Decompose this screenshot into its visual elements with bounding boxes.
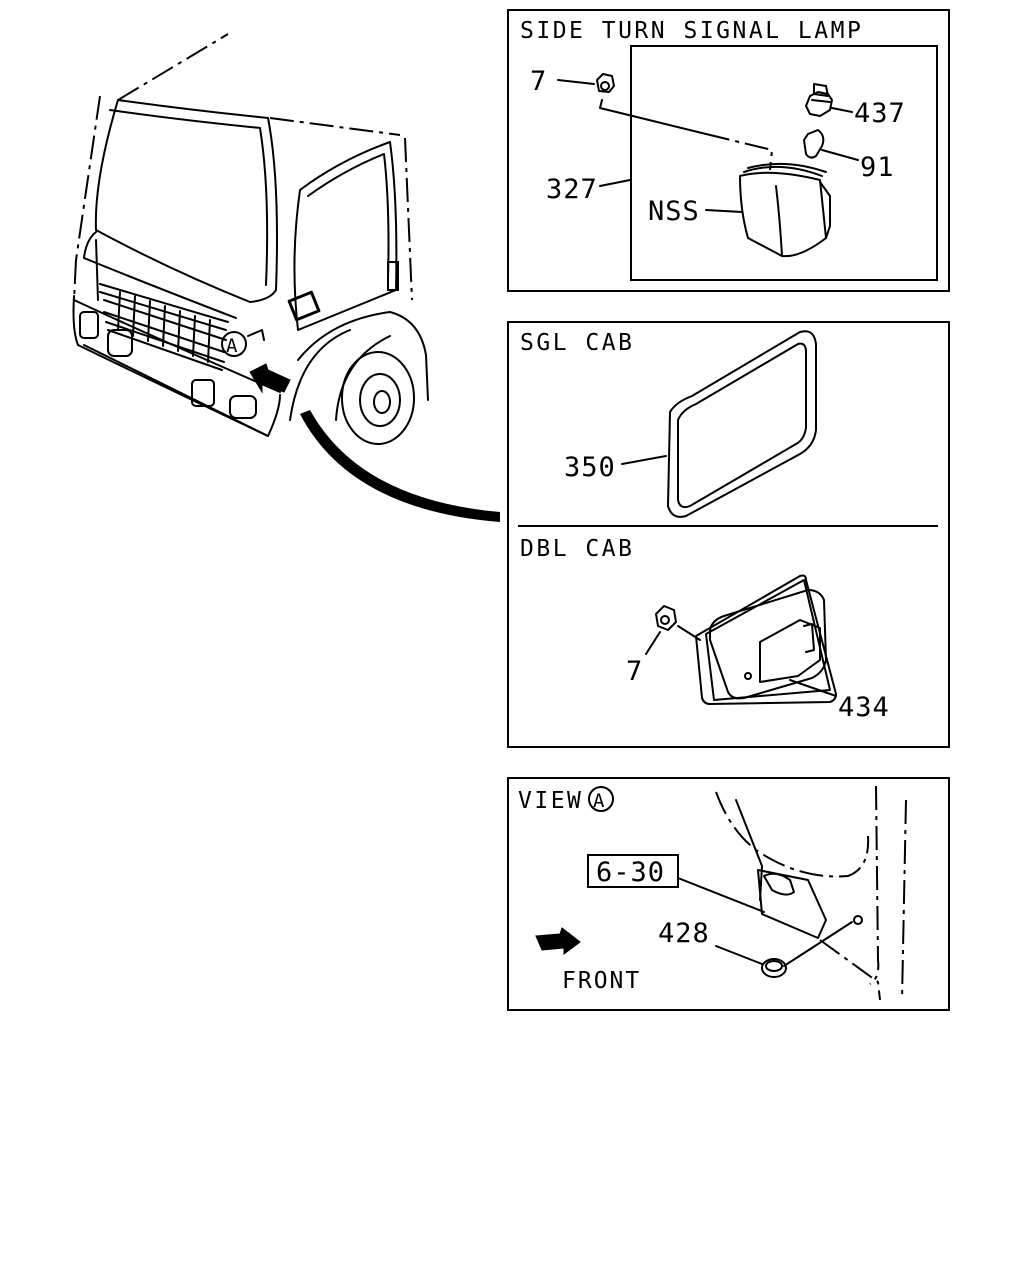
callout-350: 350 bbox=[564, 452, 616, 483]
socket-icon bbox=[805, 83, 833, 117]
panel-title-dbl-cab: DBL CAB bbox=[520, 536, 634, 562]
panel-title-view: VIEW bbox=[518, 788, 583, 814]
panel-cab-variants: SGL CAB 350 DBL CAB 7 434 bbox=[507, 321, 950, 748]
truck-view-marker-label: A bbox=[226, 335, 238, 357]
panel-side-turn-signal-lamp: SIDE TURN SIGNAL LAMP 7 437 91 bbox=[507, 9, 950, 292]
front-label: FRONT bbox=[562, 968, 641, 994]
callout-91: 91 bbox=[860, 152, 895, 183]
callout-327: 327 bbox=[546, 174, 598, 205]
panel-title-sgl-cab: SGL CAB bbox=[520, 330, 634, 356]
callout-434: 434 bbox=[838, 692, 890, 723]
bracket-icon bbox=[757, 869, 827, 939]
callout-7-dbl: 7 bbox=[626, 656, 643, 687]
callout-6-30: 6-30 bbox=[596, 857, 665, 888]
truck-illustration: A bbox=[72, 33, 500, 522]
nut-icon bbox=[596, 73, 615, 93]
panel-title-side-turn-signal: SIDE TURN SIGNAL LAMP bbox=[520, 18, 863, 44]
callout-nss: NSS bbox=[648, 196, 700, 227]
side-lamp-icon bbox=[695, 574, 837, 705]
callout-437: 437 bbox=[854, 98, 906, 129]
side-lamp-icon bbox=[739, 162, 831, 258]
front-arrow-icon bbox=[535, 927, 581, 955]
bulb-icon bbox=[803, 129, 825, 159]
callout-428: 428 bbox=[658, 918, 710, 949]
panel-view-a: VIEW A 6-30 428 FRONT bbox=[507, 777, 950, 1011]
callout-7-top: 7 bbox=[530, 66, 547, 97]
nut-icon bbox=[655, 605, 677, 631]
lens-icon bbox=[667, 330, 817, 518]
grommet-icon bbox=[761, 958, 787, 978]
ref-box bbox=[587, 854, 679, 888]
view-marker-label: A bbox=[593, 790, 605, 812]
